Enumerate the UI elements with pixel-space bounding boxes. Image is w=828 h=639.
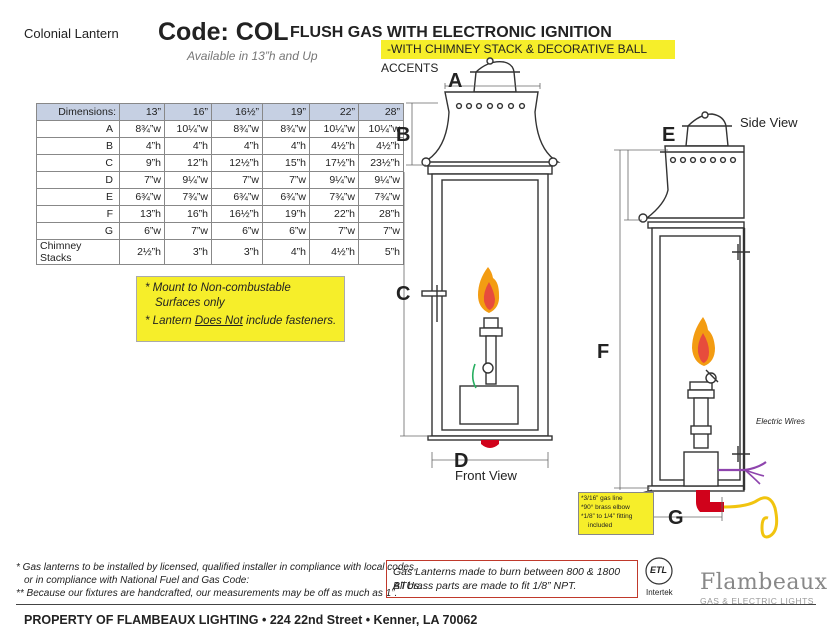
front-view-caption: Front View bbox=[455, 468, 517, 483]
fitting-note-line: *3/16” gas line bbox=[581, 495, 623, 502]
intertek-label: Intertek bbox=[646, 588, 673, 597]
fitting-note: *3/16” gas line *90° brass elbow *1/8” t… bbox=[578, 492, 654, 535]
ball-accent bbox=[638, 213, 648, 223]
fastener-note-emphasis: Does Not bbox=[194, 315, 243, 327]
label-b: B bbox=[396, 124, 411, 146]
property-line: PROPERTY OF FLAMBEAUX LIGHTING • 224 22n… bbox=[24, 613, 478, 627]
side-view-lantern bbox=[638, 111, 750, 492]
dimensions-table: Dimensions: 13” 16” 16½” 19” 22” 28” A 8… bbox=[36, 103, 404, 265]
size-header: 16” bbox=[164, 103, 212, 121]
table-cell: 22”h bbox=[309, 205, 359, 223]
table-row: E 6¾”w 7¾”w 6¾”w 6¾”w 7¾”w 7¾”w bbox=[36, 188, 404, 206]
label-e: E bbox=[662, 124, 676, 146]
fitting-note-line: *1/8” to 1/4” fitting bbox=[581, 513, 633, 520]
flame-inner bbox=[483, 282, 495, 310]
table-cell: 23½”h bbox=[358, 154, 404, 172]
table-row: D 7”w 9¼”w 7”w 7”w 9¼”w 9¼”w bbox=[36, 171, 404, 189]
table-cell: 6”w bbox=[119, 222, 165, 240]
table-cell: 10¼”w bbox=[309, 120, 359, 138]
table-cell: 8¾”w bbox=[262, 120, 310, 138]
decorative-dots bbox=[455, 102, 526, 110]
side-decorative-dots bbox=[669, 156, 737, 164]
table-cell: 17½”h bbox=[309, 154, 359, 172]
chimney-accent-note: -WITH CHIMNEY STACK & DECORATIVE BALL AC… bbox=[381, 40, 675, 75]
front-view-lantern bbox=[421, 57, 561, 441]
table-cell: 4”h bbox=[262, 239, 310, 265]
fastener-note-prefix: * Lantern bbox=[145, 315, 195, 327]
label-a: A bbox=[448, 70, 463, 92]
table-cell: 7”w bbox=[119, 171, 165, 189]
table-cell: 5”h bbox=[358, 239, 404, 265]
install-note: * Gas lanterns to be installed by licens… bbox=[16, 562, 417, 573]
table-row: C 9”h 12”h 12½”h 15”h 17½”h 23½”h bbox=[36, 154, 404, 172]
gas-specs-box: Gas Lanterns made to burn between 800 & … bbox=[386, 560, 638, 598]
table-cell: 4½”h bbox=[309, 239, 359, 265]
etl-logo-text: ETL bbox=[650, 565, 667, 575]
product-title: FLUSH GAS WITH ELECTRONIC IGNITION bbox=[290, 24, 612, 41]
gas-outlet bbox=[481, 440, 499, 448]
table-row: B 4”h 4”h 4”h 4”h 4½”h 4½”h bbox=[36, 137, 404, 155]
install-note-cont: or in compliance with National Fuel and … bbox=[24, 575, 250, 586]
fastener-note: * Lantern Does Not include fasteners. bbox=[145, 314, 336, 329]
size-header: 28” bbox=[358, 103, 404, 121]
table-cell: 7¾”w bbox=[358, 188, 404, 206]
ball-accent bbox=[548, 157, 558, 167]
front-dimension-lines bbox=[400, 83, 549, 468]
gas-spec-line: Gas Lanterns made to burn between 800 & … bbox=[393, 566, 621, 592]
brand-tagline: GAS & ELECTRIC LIGHTS bbox=[700, 596, 814, 606]
fitting-note-line: included bbox=[588, 522, 613, 529]
size-header: 16½” bbox=[211, 103, 263, 121]
ball-accent bbox=[421, 157, 431, 167]
fitting-note-line: *90° brass elbow bbox=[581, 504, 630, 511]
table-cell: 3”h bbox=[211, 239, 263, 265]
table-row: Chimney Stacks 2½”h 3”h 3”h 4”h 4½”h 5”h bbox=[36, 239, 404, 265]
mounting-note-line: Surfaces only bbox=[155, 297, 225, 309]
mounting-note: * Mount to Non-combustable Surfaces only… bbox=[136, 276, 345, 342]
table-cell: 12½”h bbox=[211, 154, 263, 172]
etl-listed-mark bbox=[645, 557, 673, 585]
label-d: D bbox=[454, 450, 469, 472]
table-cell: 2½”h bbox=[119, 239, 165, 265]
table-cell: 8¾”w bbox=[211, 120, 263, 138]
flame-inner bbox=[697, 333, 709, 363]
table-cell: 6”w bbox=[262, 222, 310, 240]
row-label: Chimney Stacks bbox=[36, 239, 120, 265]
dimensions-corner-label: Dimensions: bbox=[36, 103, 120, 121]
table-cell: 28”h bbox=[358, 205, 404, 223]
product-code: Code: COL bbox=[158, 18, 289, 46]
fastener-note-suffix: include fasteners. bbox=[242, 315, 337, 327]
handcrafted-note: ** Because our fixtures are handcrafted,… bbox=[16, 588, 398, 599]
footer-divider bbox=[16, 604, 816, 605]
table-cell: 3”h bbox=[164, 239, 212, 265]
gas-spec-line: All brass parts are made to fit 1/8” NPT… bbox=[393, 580, 577, 592]
label-g: G bbox=[668, 507, 684, 529]
table-header-row: Dimensions: 13” 16” 16½” 19” 22” 28” bbox=[36, 103, 404, 121]
table-cell: 9¼”w bbox=[358, 171, 404, 189]
table-cell: 19”h bbox=[262, 205, 310, 223]
mounting-note-line: * Mount to Non-combustable bbox=[145, 282, 291, 294]
side-view-caption: Side View bbox=[740, 115, 798, 130]
availability-note: Available in 13”h and Up bbox=[187, 49, 318, 63]
gas-elbow bbox=[696, 490, 724, 512]
table-cell: 16”h bbox=[164, 205, 212, 223]
table-cell: 4½”h bbox=[309, 137, 359, 155]
table-cell: 9¼”w bbox=[164, 171, 212, 189]
table-row: A 8¾”w 10¼”w 8¾”w 8¾”w 10¼”w 10¼”w bbox=[36, 120, 404, 138]
model-name: Colonial Lantern bbox=[24, 26, 119, 41]
green-wire bbox=[471, 363, 477, 389]
table-cell: 6¾”w bbox=[262, 188, 310, 206]
table-cell: 4½”h bbox=[358, 137, 404, 155]
label-f: F bbox=[597, 341, 610, 363]
label-c: C bbox=[396, 283, 411, 305]
electric-wires-label: Electric Wires bbox=[756, 417, 805, 426]
gas-line-yellow bbox=[723, 496, 779, 539]
table-cell: 12”h bbox=[164, 154, 212, 172]
brand-logo: Flambeaux bbox=[700, 570, 828, 595]
